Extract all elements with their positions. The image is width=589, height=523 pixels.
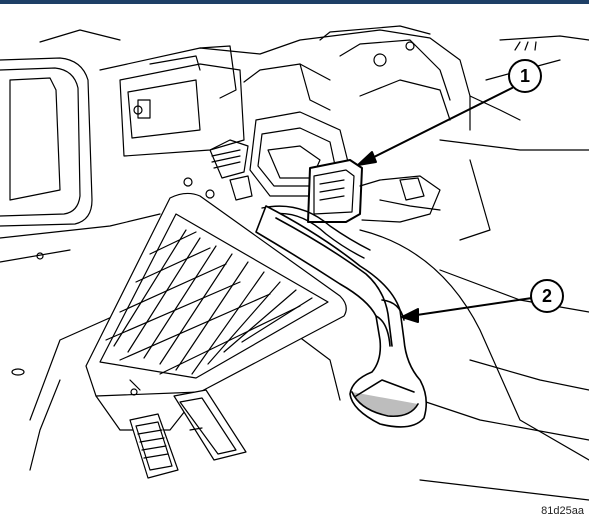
header-bar (0, 0, 589, 4)
callout-2-leader (409, 297, 533, 317)
callout-1-circle (508, 59, 542, 93)
service-diagram: 1 2 81d25aa (0, 25, 589, 517)
dash-left-panel (0, 29, 161, 376)
knee-bolster-grid (85, 192, 347, 431)
callout-1-arrowhead (357, 151, 377, 166)
dash-upper-structure (99, 25, 589, 241)
callout-2 (530, 279, 564, 313)
callout-1-number: 1 (520, 66, 530, 86)
callout-1-leader (363, 87, 513, 163)
lower-dash-trim (29, 229, 589, 501)
callout-2-circle (530, 279, 564, 313)
connector-module (307, 159, 441, 223)
callout-2-number: 2 (542, 286, 552, 306)
figure-id: 81d25aa (541, 505, 585, 517)
callout-1 (508, 59, 542, 93)
air-duct (255, 205, 428, 428)
pedals (129, 389, 247, 479)
callout-leaders (357, 87, 533, 323)
wiring-harness (261, 205, 371, 259)
callout-2-arrowhead (401, 308, 419, 323)
